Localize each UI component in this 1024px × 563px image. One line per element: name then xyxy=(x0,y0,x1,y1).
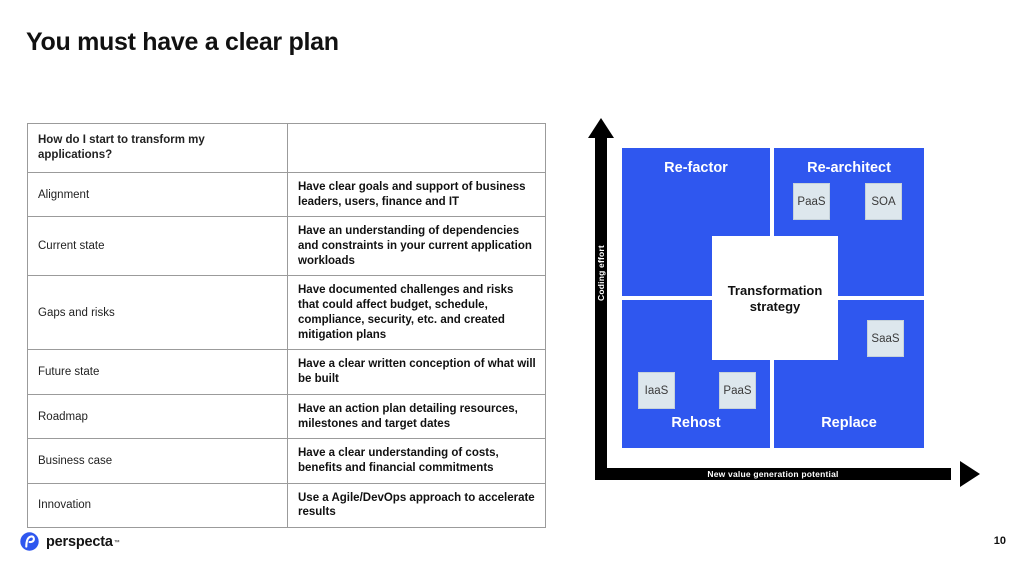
quadrant-label-rehost: Rehost xyxy=(671,415,721,431)
row-label: Innovation xyxy=(27,482,288,529)
table-row: Business case Have a clear understanding… xyxy=(27,438,546,484)
chip-soa: SOA xyxy=(865,183,902,220)
brand-logo: perspecta ™ xyxy=(20,532,120,551)
transformation-plan-table: How do I start to transform my applicati… xyxy=(27,123,546,529)
perspecta-droplet-icon xyxy=(20,532,39,551)
row-desc: Have a clear understanding of costs, ben… xyxy=(287,438,546,484)
row-label: Alignment xyxy=(27,171,288,218)
row-desc: Use a Agile/DevOps approach to accelerat… xyxy=(287,482,546,529)
table-header-row: How do I start to transform my applicati… xyxy=(27,123,546,173)
y-axis-label: Coding effort xyxy=(596,245,606,301)
row-label: Gaps and risks xyxy=(27,275,288,351)
table-row: Innovation Use a Agile/DevOps approach t… xyxy=(27,482,546,529)
chip-saas: SaaS xyxy=(867,320,904,357)
row-desc: Have clear goals and support of business… xyxy=(287,171,546,218)
quadrant-label-re-architect: Re-architect xyxy=(807,160,891,176)
row-desc: Have documented challenges and risks tha… xyxy=(287,275,546,351)
x-axis-arrowhead-icon xyxy=(960,461,980,487)
page-number: 10 xyxy=(993,535,1006,547)
y-axis-arrow xyxy=(595,136,607,480)
center-callout-box xyxy=(712,236,838,360)
row-label: Business case xyxy=(27,438,288,484)
x-axis-arrow xyxy=(595,468,951,480)
chip-iaas: IaaS xyxy=(638,372,675,409)
x-axis-label: New value generation potential xyxy=(707,469,839,479)
trademark-mark: ™ xyxy=(113,540,120,546)
center-callout-label: Transformation strategy xyxy=(727,283,823,315)
table-row: Current state Have an understanding of d… xyxy=(27,216,546,277)
row-label: Roadmap xyxy=(27,393,288,440)
table-row: Alignment Have clear goals and support o… xyxy=(27,171,546,218)
table-row: Roadmap Have an action plan detailing re… xyxy=(27,393,546,440)
table-row: Future state Have a clear written concep… xyxy=(27,349,546,395)
chip-paas-rehost: PaaS xyxy=(719,372,756,409)
row-desc: Have a clear written conception of what … xyxy=(287,349,546,395)
transformation-strategy-matrix: Coding effort New value generation poten… xyxy=(588,118,980,490)
row-label: Current state xyxy=(27,216,288,277)
row-desc: Have an action plan detailing resources,… xyxy=(287,393,546,440)
row-label: Future state xyxy=(27,349,288,395)
table-header-question: How do I start to transform my applicati… xyxy=(27,123,288,173)
quadrant-label-replace: Replace xyxy=(821,415,877,431)
row-desc: Have an understanding of dependencies an… xyxy=(287,216,546,277)
brand-wordmark: perspecta xyxy=(46,533,113,550)
page-title: You must have a clear plan xyxy=(26,28,339,56)
table-header-blank xyxy=(287,123,546,173)
table-row: Gaps and risks Have documented challenge… xyxy=(27,275,546,351)
chip-paas-re-architect: PaaS xyxy=(793,183,830,220)
quadrant-label-re-factor: Re-factor xyxy=(664,160,728,176)
y-axis-arrowhead-icon xyxy=(588,118,614,138)
